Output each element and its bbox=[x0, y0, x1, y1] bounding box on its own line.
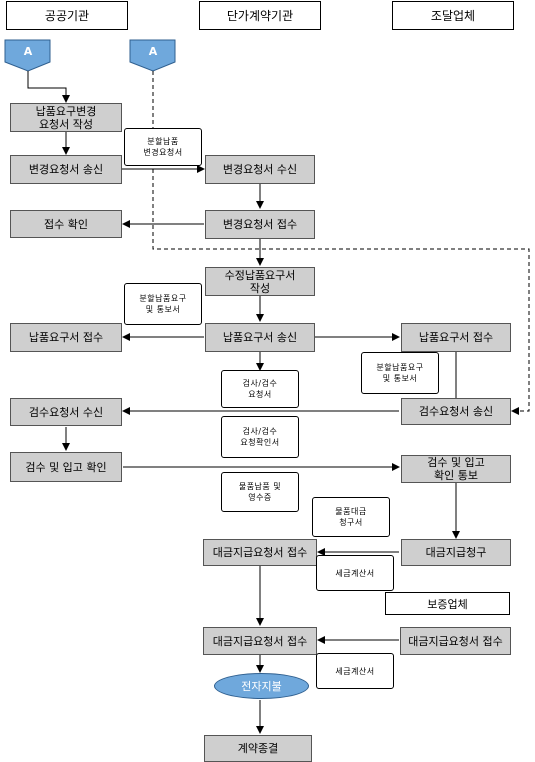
lane-header-contract-agency: 단가계약기관 bbox=[199, 1, 321, 30]
doc-split-order-notice-1: 분할납품요구 및 통보서 bbox=[124, 283, 202, 325]
doc-tax-invoice-2: 세금계산서 bbox=[316, 653, 394, 689]
box-inspection-stock-confirm: 검수 및 입고 확인 bbox=[10, 452, 122, 482]
connector-a-right-shape bbox=[129, 39, 176, 72]
box-payment-request-accept-1: 대금지급요청서 접수 bbox=[203, 539, 317, 566]
box-inspection-request-send: 검수요청서 송신 bbox=[401, 398, 511, 425]
box-order-accept-supplier: 납품요구서 접수 bbox=[401, 323, 511, 352]
box-change-request-send: 변경요청서 송신 bbox=[10, 155, 122, 184]
connector-a-right: A bbox=[148, 45, 158, 58]
box-payment-request-accept-2: 대금지급요청서 접수 bbox=[203, 627, 317, 655]
doc-inspection-confirm: 검사/검수 요청확인서 bbox=[221, 416, 299, 458]
box-payment-request-accept-supplier: 대금지급요청서 접수 bbox=[400, 627, 511, 655]
connector-a-left-shape bbox=[4, 39, 51, 72]
doc-delivery-receipt: 물품납품 및 영수증 bbox=[221, 472, 299, 512]
box-change-request-receive: 변경요청서 수신 bbox=[205, 155, 315, 184]
doc-goods-payment-claim: 물품대금 청구서 bbox=[312, 497, 390, 537]
doc-tax-invoice-1: 세금계산서 bbox=[316, 555, 394, 591]
lane-header-public-agency: 공공기관 bbox=[6, 1, 128, 30]
box-guarantor: 보증업체 bbox=[385, 592, 510, 615]
doc-split-change-request: 분할납품 변경요청서 bbox=[124, 128, 202, 166]
ellipse-electronic-payment: 전자지불 bbox=[214, 673, 309, 699]
box-revised-order-write: 수정납품요구서 작성 bbox=[205, 267, 315, 296]
box-inspection-request-receive: 검수요청서 수신 bbox=[10, 398, 122, 426]
doc-split-order-notice-2: 분할납품요구 및 통보서 bbox=[361, 352, 439, 394]
lane-header-supplier: 조달업체 bbox=[392, 1, 514, 30]
box-contract-close: 계약종결 bbox=[204, 735, 312, 762]
box-receipt-confirm: 접수 확인 bbox=[10, 210, 122, 238]
box-change-request-write: 납품요구변경 요청서 작성 bbox=[10, 103, 122, 132]
box-inspection-stock-notice: 검수 및 입고 확인 통보 bbox=[401, 455, 511, 483]
box-order-send: 납품요구서 송신 bbox=[205, 323, 315, 352]
connector-a-left: A bbox=[23, 45, 33, 58]
box-payment-claim: 대금지급청구 bbox=[401, 539, 511, 566]
doc-inspection-request: 검사/검수 요청서 bbox=[221, 370, 299, 408]
box-order-accept-public: 납품요구서 접수 bbox=[10, 323, 122, 352]
box-change-request-accept: 변경요청서 접수 bbox=[205, 210, 315, 239]
